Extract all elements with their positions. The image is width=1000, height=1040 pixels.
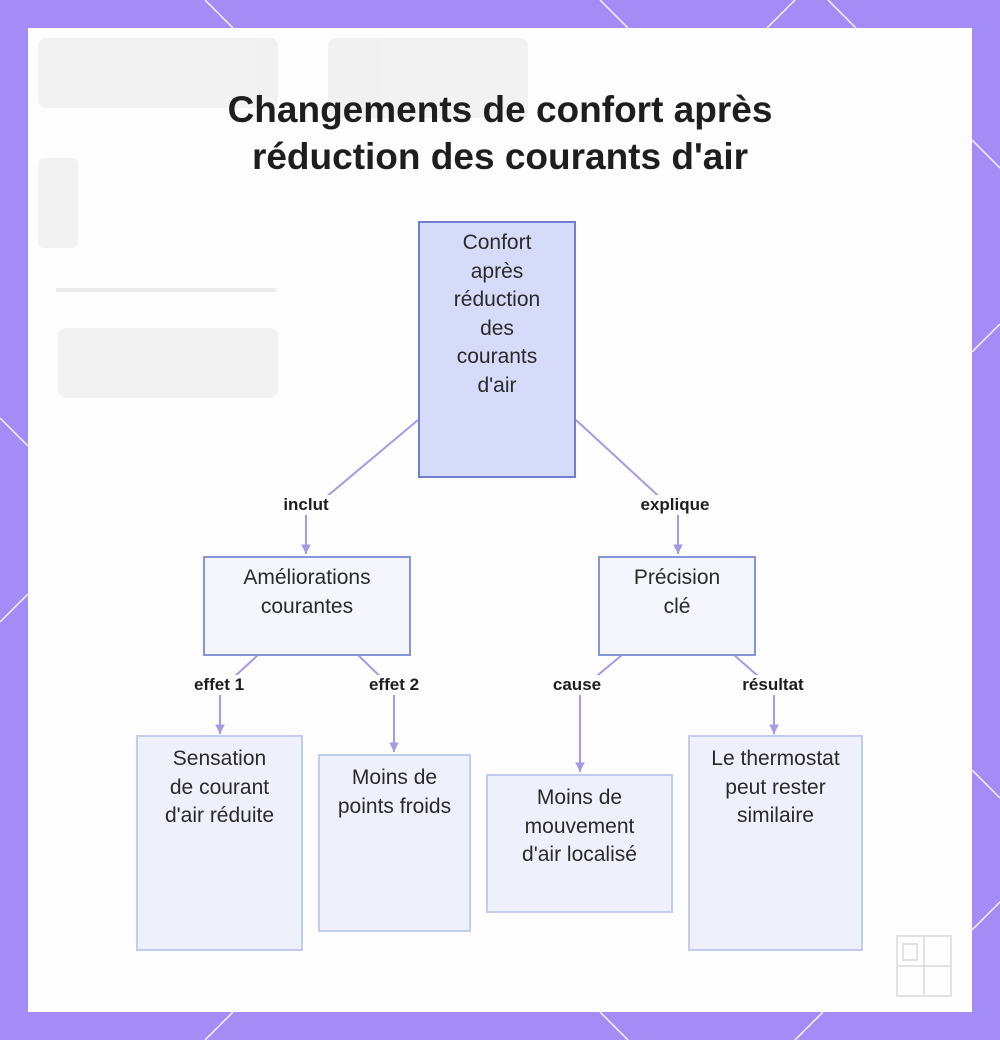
diagram-title: Changements de confort après réduction d… [227, 89, 773, 177]
node-mouvement-air-label: Moins de mouvement d'air localisé [522, 786, 637, 866]
edge-label-effet1: effet 1 [191, 675, 247, 695]
edge-label-inclut: inclut [281, 495, 331, 515]
background-blur-shapes [38, 38, 528, 398]
node-precision: Précision clé [598, 556, 756, 656]
node-root-label: Confort après réduction des courants d'a… [453, 231, 541, 397]
edge-label-resultat: résultat [740, 675, 806, 695]
edge-label-explique: explique [638, 495, 712, 515]
node-mouvement-air: Moins de mouvement d'air localisé [486, 774, 673, 913]
diagram-card: ​ Changements de confort après réduction… [28, 28, 972, 1012]
node-sensation: Sensation de courant d'air réduite [136, 735, 303, 951]
edge-explique [575, 419, 683, 554]
node-precision-label: Précision clé [633, 566, 721, 618]
node-root: Confort après réduction des courants d'a… [418, 221, 576, 478]
node-ameliorations-label: Améliorations courantes [243, 566, 371, 618]
node-sensation-label: Sensation de courant d'air réduite [164, 747, 275, 827]
edge-cause [575, 654, 623, 772]
node-thermostat-label: Le thermostat peut rester similaire [711, 747, 840, 827]
edge-label-effet2: effet 2 [366, 675, 422, 695]
edge-label-cause: cause [550, 675, 604, 695]
edge-effet2 [357, 654, 399, 752]
node-ameliorations: Améliorations courantes [203, 556, 411, 656]
node-points-froids-label: Moins de points froids [337, 766, 452, 818]
node-points-froids: Moins de points froids [318, 754, 471, 932]
node-thermostat: Le thermostat peut rester similaire [688, 735, 863, 951]
watermark-window-icon [896, 935, 952, 997]
edge-inclut [301, 419, 419, 554]
